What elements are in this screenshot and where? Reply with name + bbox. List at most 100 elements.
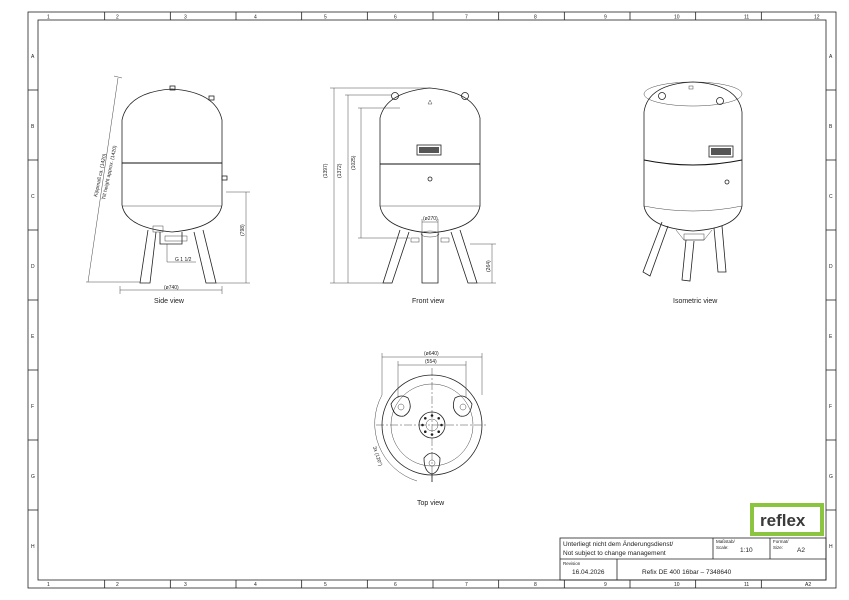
row-label: D bbox=[31, 264, 35, 270]
flange-bolt bbox=[423, 430, 427, 434]
row-label: C bbox=[31, 194, 35, 200]
side-connection-stub bbox=[221, 175, 228, 181]
top-angle-label: 3x (120°) bbox=[371, 446, 383, 468]
col-label: 7 bbox=[465, 582, 468, 588]
front-lifting-eye-left bbox=[391, 92, 399, 100]
row-label: C bbox=[829, 194, 833, 200]
flange-bolt bbox=[421, 423, 424, 427]
isometric-view-caption: Isometric view bbox=[673, 298, 718, 305]
format-value: A2 bbox=[797, 547, 805, 554]
front-view-caption: Front view bbox=[412, 298, 445, 305]
flange-bolt bbox=[430, 414, 434, 417]
row-label: E bbox=[31, 334, 35, 340]
reflex-logo: reflex bbox=[750, 503, 824, 536]
front-vessel-outline bbox=[379, 87, 481, 234]
flange-bolt bbox=[430, 433, 434, 436]
row-label: G bbox=[829, 474, 833, 480]
col-label: 4 bbox=[254, 15, 257, 21]
front-height-2-label: (1372) bbox=[337, 163, 343, 178]
revision-label: Revision bbox=[563, 561, 581, 566]
iso-leg-right bbox=[713, 225, 727, 273]
side-connection-label: G 1 1/2 bbox=[175, 257, 192, 263]
product-designation: Refix DE 400 16bar – 7348640 bbox=[642, 569, 732, 576]
row-labels-left: A B C D E F G H bbox=[31, 54, 35, 550]
col-label: 3 bbox=[184, 15, 187, 21]
row-label: H bbox=[829, 544, 833, 550]
col-label: 10 bbox=[674, 582, 680, 588]
col-label: 11 bbox=[744, 582, 749, 588]
logo-text: reflex bbox=[760, 511, 806, 530]
row-label: H bbox=[31, 544, 35, 550]
flange-bolt bbox=[437, 430, 441, 434]
iso-brand-plate bbox=[708, 145, 734, 158]
top-foot-left bbox=[390, 395, 411, 417]
col-label: 2 bbox=[116, 15, 119, 21]
front-leg-right bbox=[450, 229, 478, 284]
row-label: E bbox=[829, 334, 833, 340]
col-label: 9 bbox=[604, 15, 607, 21]
flange-bolt bbox=[437, 416, 441, 420]
drawing-frame bbox=[27, 11, 837, 589]
top-foot-right bbox=[452, 395, 473, 417]
side-top-valve-icon bbox=[169, 85, 176, 91]
col-label: 10 bbox=[674, 15, 680, 21]
front-leg-center bbox=[421, 234, 439, 284]
row-label: D bbox=[829, 264, 833, 270]
column-labels-top: 1 2 3 4 5 6 7 8 9 10 11 12 bbox=[47, 15, 820, 21]
column-labels-bottom: 1 2 3 4 5 6 7 8 9 10 11 A2 bbox=[47, 582, 811, 588]
row-label: B bbox=[829, 124, 833, 130]
flange-bolt bbox=[423, 416, 427, 420]
side-width-label: (ø740) bbox=[164, 285, 179, 291]
format-label-de: Format/ bbox=[773, 539, 789, 544]
notice-de: Unterliegt nicht dem Änderungsdienst/ bbox=[563, 540, 673, 548]
front-lifting-eye-right bbox=[461, 92, 469, 100]
col-label: 7 bbox=[465, 15, 468, 21]
isometric-view: Isometric view bbox=[642, 81, 743, 305]
row-label: F bbox=[829, 404, 832, 410]
iso-lifting-eye-right bbox=[716, 97, 724, 105]
side-view-caption: Side view bbox=[154, 298, 185, 305]
title-block: Unterliegt nicht dem Änderungsdienst/ No… bbox=[559, 537, 827, 581]
col-label: 6 bbox=[394, 582, 397, 588]
col-label: 5 bbox=[324, 15, 327, 21]
row-label: B bbox=[31, 124, 35, 130]
front-brand-plate bbox=[416, 144, 442, 156]
col-label: 12 bbox=[814, 15, 820, 21]
iso-lifting-eye-left bbox=[658, 92, 666, 100]
row-label: F bbox=[31, 404, 34, 410]
col-label: 3 bbox=[184, 582, 187, 588]
notice-en: Not subject to change management bbox=[563, 550, 666, 557]
col-label: 11 bbox=[744, 15, 749, 21]
scale-label-de: Maßstab/ bbox=[716, 539, 736, 544]
col-label: 8 bbox=[534, 582, 537, 588]
front-view: (1397) (1372) (1025) (ø270) (264) Front … bbox=[323, 87, 496, 305]
col-label: 9 bbox=[604, 582, 607, 588]
flange-bolt bbox=[440, 423, 443, 427]
top-view-caption: Top view bbox=[417, 500, 445, 507]
iso-seam bbox=[643, 159, 743, 166]
top-view: (ø640) (554) 3x (120°) Top view bbox=[371, 351, 488, 507]
iso-leg-left bbox=[642, 221, 669, 277]
format-label-en: Size: bbox=[773, 545, 783, 550]
top-outer-diameter-label: (ø640) bbox=[424, 351, 439, 357]
row-label: A bbox=[829, 54, 833, 60]
side-leg-right bbox=[193, 229, 217, 284]
scale-label-en: Scale: bbox=[716, 545, 729, 550]
front-height-3-label: (1025) bbox=[351, 155, 357, 170]
sheet-size-corner: A2 bbox=[805, 582, 811, 588]
col-label: 4 bbox=[254, 582, 257, 588]
top-central-flange bbox=[418, 411, 446, 439]
row-label: A bbox=[31, 54, 35, 60]
col-label: 8 bbox=[534, 15, 537, 21]
front-leg-label: (264) bbox=[486, 260, 492, 272]
top-inner-distance-label: (554) bbox=[425, 359, 437, 365]
front-bottom-label: (ø270) bbox=[423, 216, 438, 222]
iso-leg-center bbox=[681, 239, 695, 282]
top-foot-bottom bbox=[423, 452, 441, 475]
side-vessel-outline bbox=[121, 88, 223, 233]
col-label: 1 bbox=[47, 582, 50, 588]
col-label: 5 bbox=[324, 582, 327, 588]
col-label: 1 bbox=[47, 15, 50, 21]
side-height-label: (798) bbox=[240, 224, 246, 236]
